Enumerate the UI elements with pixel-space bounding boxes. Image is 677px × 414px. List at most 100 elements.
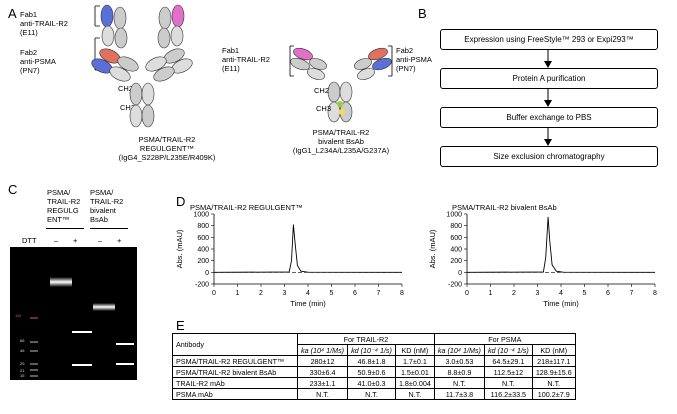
x-tick-label: 4 [306, 290, 310, 297]
a-right-fab2-line2: anti-PSMA [396, 55, 432, 64]
bivalent-bsab-antibody-icon [289, 45, 393, 123]
flow-step-expression: Expression using FreeStyle™ 293 or Expi2… [440, 29, 658, 50]
c-hdr2-l2: TRAIL-R2 [90, 197, 124, 206]
panel-label-a: A [8, 6, 17, 21]
regulgent-antibody-icon [91, 4, 193, 128]
d-chart1-title: PSMA/TRAIL-R2 REGULGENT™ [190, 203, 303, 212]
a-left-caption: PSMA/TRAIL-R2 REGULGENT™ (IgG4_S228P/L23… [112, 135, 222, 162]
c-lane2-bracket [90, 228, 128, 229]
c-marker-21: 21 [20, 368, 25, 373]
a-left-fab2-label: Fab2 anti-PSMA (PN7) [20, 48, 56, 75]
y-tick-label: -200 [448, 282, 462, 289]
a-left-fab1-line1: Fab1 [20, 10, 38, 19]
band-lane3-intact [93, 303, 115, 311]
c-marker-66: 66 [20, 338, 25, 343]
th-psma-KD: KD (nM) [531, 344, 576, 356]
x-tick-label: 8 [653, 290, 657, 297]
a-right-ch2: CH2 [314, 86, 330, 95]
c-lane-header-regulgent: PSMA/ TRAIL-R2 REGULG ENT™ [47, 188, 80, 224]
a-right-fab2-line1: Fab2 [396, 46, 414, 55]
c-lane1-bracket [46, 228, 84, 229]
y-tick-label: 600 [197, 235, 209, 242]
x-tick-label: 5 [330, 290, 334, 297]
a-right-fab2-label: Fab2 anti-PSMA (PN7) [396, 46, 432, 73]
marker-ladder [30, 317, 38, 377]
x-tick-label: 4 [559, 290, 563, 297]
table-cell: 3.0±0.53 [433, 355, 485, 367]
th-for-trail: For TRAIL-R2 [297, 333, 435, 345]
x-tick-label: 6 [606, 290, 610, 297]
flow-arrows [544, 49, 552, 146]
a-right-fab2-line3: (PN7) [396, 64, 416, 73]
table-row: PSMA/TRAIL-R2 REGULGENT™ 280±12 46.8±1.8… [172, 355, 576, 367]
table-cell: PSMA mAb [172, 388, 298, 400]
band-lane4-heavy [116, 343, 134, 345]
panel-label-e: E [176, 318, 185, 333]
th-trail-KD: KD (nM) [394, 344, 435, 356]
table-cell: PSMA/TRAIL-R2 bivalent BsAb [172, 366, 298, 378]
a-right-fab1-line3: (E11) [222, 64, 240, 73]
a-left-fab2-line2: anti-PSMA [20, 57, 56, 66]
c-hdr1-l3: REGULG [47, 206, 79, 215]
x-tick-label: 6 [353, 290, 357, 297]
c-lane-header-bsab: PSMA/ TRAIL-R2 bivalent BsAb [90, 188, 123, 224]
table-cell: N.T. [347, 388, 396, 400]
table-cell: 41.0±0.3 [347, 377, 396, 389]
x-tick-label: 2 [259, 290, 263, 297]
table-cell: 64.5±29.1 [483, 355, 533, 367]
table-cell: 1.8±0.004 [394, 377, 435, 389]
x-tick-label: 8 [400, 290, 404, 297]
flow-arrow-1 [544, 49, 552, 68]
c-hdr2-l1: PSMA/ [90, 188, 114, 197]
table-cell: 1.5±0.01 [394, 366, 435, 378]
a-right-caption-line2: bivalent BsAb [318, 137, 364, 146]
table-cell: N.T. [394, 388, 435, 400]
gel-bands [30, 277, 134, 377]
x-tick-label: 1 [236, 290, 240, 297]
c-hdr1-l1: PSMA/ [47, 188, 71, 197]
table-cell: PSMA/TRAIL-R2 REGULGENT™ [172, 355, 298, 367]
series-line [466, 216, 656, 273]
y-tick-label: 800 [197, 223, 209, 230]
band-lane4-light [116, 363, 134, 365]
c-marker-29: 29 [20, 361, 25, 366]
th-trail-kd: kd (10⁻⁴ 1/s) [347, 344, 396, 356]
x-tick-label: 5 [583, 290, 587, 297]
table-cell: 330±6.4 [296, 366, 349, 378]
flow-arrow-3 [544, 127, 552, 146]
c-dtt-state-3: – [98, 236, 103, 245]
a-right-caption-line3: (IgG1_L234A/L235A/G237A) [292, 146, 390, 155]
a-right-ch3: CH3 [316, 104, 332, 113]
x-tick-label: 3 [536, 290, 540, 297]
table-cell: 116.2±33.5 [483, 388, 533, 400]
table-cell: 100.2±7.9 [531, 388, 576, 400]
a-left-caption-line2: REGULGENT™ [139, 144, 195, 153]
y-tick-label: 400 [450, 247, 462, 254]
table-cell: N.T. [483, 377, 533, 389]
table-cell: 1.7±0.1 [394, 355, 435, 367]
table-cell: 50.9±0.6 [347, 366, 396, 378]
c-hdr2-l4: BsAb [90, 215, 108, 224]
th-for-psma: For PSMA [433, 333, 576, 345]
gel-image [10, 247, 137, 380]
y-tick-label: 600 [450, 235, 462, 242]
table-cell: N.T. [296, 388, 349, 400]
a-right-fab1-line1: Fab1 [222, 46, 240, 55]
y-tick-label: 800 [450, 223, 462, 230]
x-axis-label: Time (min) [290, 299, 326, 308]
table-cell: 46.8±1.8 [347, 355, 396, 367]
flow-step-protein-a: Protein A purification [440, 68, 658, 89]
th-antibody: Antibody [172, 333, 298, 356]
a-left-ch3: CH3 [120, 103, 136, 112]
y-tick-label: -200 [195, 282, 209, 289]
table-row: PSMA mAb N.T. N.T. N.T. 11.7±3.8 116.2±3… [172, 388, 576, 400]
antibody-diagrams [91, 4, 393, 128]
a-right-fab1-line2: anti-TRAIL-R2 [222, 55, 270, 64]
y-axis-label: Abs. (mAU) [428, 229, 437, 268]
a-left-fab2-line3: (PN7) [20, 66, 40, 75]
panel-label-d: D [176, 194, 186, 209]
table-cell: N.T. [433, 377, 485, 389]
a-left-caption-line3: (IgG4_S228P/L235E/R409K) [118, 153, 216, 162]
c-marker-46: 46 [20, 348, 25, 353]
